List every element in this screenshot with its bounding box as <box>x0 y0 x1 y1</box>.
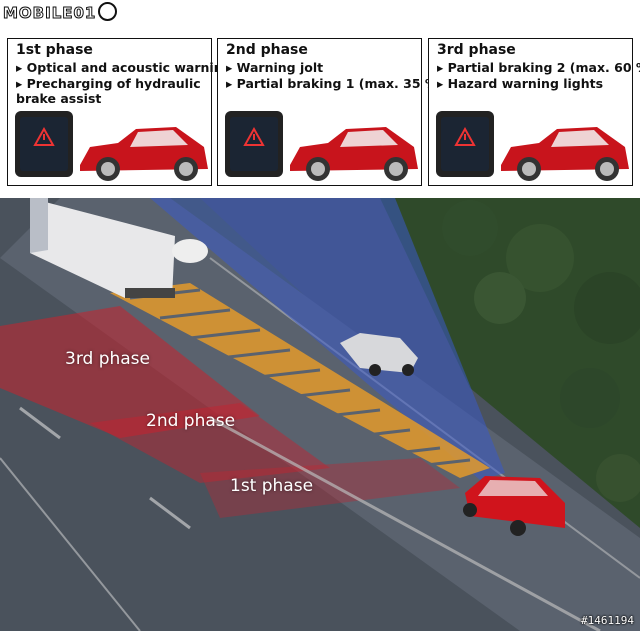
phase-panel-1: 1st phase Optical and acoustic warning P… <box>7 38 232 186</box>
panel-line: Warning jolt <box>226 60 323 75</box>
panel-line: Precharging of hydraulic <box>16 76 201 91</box>
panel-line: Optical and acoustic warning <box>16 60 232 75</box>
panel-line: Partial braking 1 (max. 35 %) <box>226 76 443 91</box>
image-id-watermark: #1461194 <box>581 614 634 627</box>
panel-line: Hazard warning lights <box>437 76 603 91</box>
dashboard-and-car-illustration <box>15 111 208 181</box>
silver-car <box>340 333 418 376</box>
panel-line: Partial braking 2 (max. 60 %) <box>437 60 640 75</box>
panel-title: 1st phase <box>16 42 93 58</box>
red-car <box>463 476 565 536</box>
zone-3rd <box>0 306 260 438</box>
site-logo: MOBILE01 <box>2 2 118 24</box>
truck <box>30 198 175 298</box>
dashboard-and-car-illustration <box>436 111 629 181</box>
panel-line-continued: brake assist <box>16 91 102 106</box>
panel-title: 3rd phase <box>437 42 516 58</box>
highway-scene: 3rd phase 2nd phase 1st phase <box>0 198 640 631</box>
zone-label-1st-phase: 1st phase <box>230 476 314 496</box>
highway-illustration <box>0 198 640 631</box>
dashboard-and-car-illustration <box>225 111 418 181</box>
zone-label-3rd-phase: 3rd phase <box>65 349 150 369</box>
zone-1st <box>200 458 460 518</box>
phase-panel-3: 3rd phase Partial braking 2 (max. 60 %) … <box>428 38 640 186</box>
phase-panel-2: 2nd phase Warning jolt Partial braking 1… <box>217 38 443 186</box>
zone-label-2nd-phase: 2nd phase <box>146 411 236 431</box>
zone-2nd <box>90 403 330 483</box>
panel-title: 2nd phase <box>226 42 308 58</box>
braking-distance-stripes <box>110 283 490 478</box>
